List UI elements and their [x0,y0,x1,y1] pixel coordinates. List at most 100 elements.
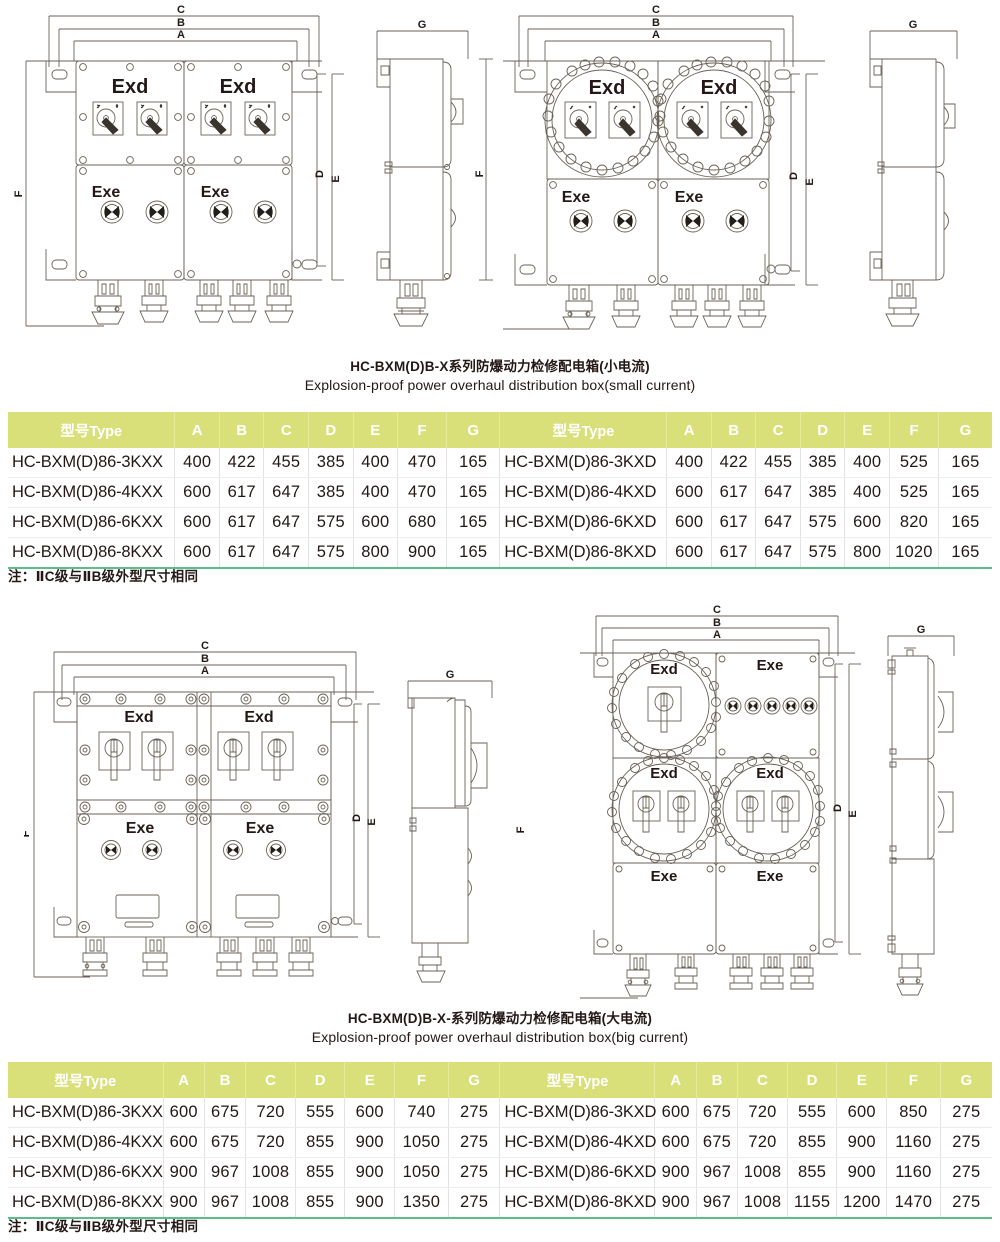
cell-G: 275 [448,1127,501,1158]
dim-label-D: D [788,172,800,180]
drawing-small-current-side-right: G [852,4,997,339]
cell-E: 600 [344,1098,396,1128]
cell-E-2: 800 [844,537,890,567]
cell-A-2: 600 [666,537,712,567]
cell-A-2: 600 [666,477,712,508]
cell-C: 720 [245,1098,296,1128]
col-header-D: D [308,412,354,448]
cell-model-2: HC-BXM(D)86-3KXD [499,448,668,478]
col-header-D: D [295,1062,346,1098]
cell-G-2: 275 [940,1187,992,1217]
cell-D: 575 [308,507,354,538]
dim-label-F: F [515,826,527,833]
cell-C-2: 647 [755,477,801,508]
cell-model-2: HC-BXM(D)86-8KXD [499,537,668,567]
cell-A: 900 [163,1187,205,1217]
cell-F-2: 850 [886,1098,941,1128]
cell-F-2: 1020 [889,537,939,567]
col-header-model: 型号Type [8,1062,164,1098]
caption-cn-big-current: HC-BXM(D)B-X-系列防爆动力检修配电箱(大电流) [347,1011,653,1026]
cell-D-2: 1155 [787,1187,838,1217]
cell-B: 617 [219,477,265,508]
cell-D-2: 575 [800,507,846,538]
cell-C-2: 455 [755,448,801,478]
dim-label-C: C [652,4,660,16]
cell-C: 647 [263,477,309,508]
cell-B: 422 [219,448,265,478]
cell-B: 617 [219,537,265,567]
cell-D-2: 555 [787,1098,838,1128]
table-bottom-rule [8,567,992,569]
cell-A-2: 600 [654,1127,697,1158]
dim-label-A: A [652,29,660,41]
drawing-big-current-side-right: G [862,604,1000,1004]
compartment-label-exd: Exd [650,661,678,678]
cell-F: 740 [394,1098,449,1128]
cell-model: HC-BXM(D)86-3KXX [8,1098,164,1128]
col-header-C-2: C [737,1062,788,1098]
cell-F-2: 1160 [886,1157,941,1188]
cell-A-2: 600 [654,1098,697,1128]
cell-D: 855 [295,1157,346,1188]
dim-label-E: E [366,818,378,825]
cell-F-2: 525 [889,477,939,508]
cell-A: 400 [174,448,220,478]
cell-F: 900 [397,537,447,567]
dim-label-A: A [201,665,209,677]
table-row: HC-BXM(D)86-4KXX 600 617 647 385 400 470… [8,477,992,508]
table-row: HC-BXM(D)86-8KXX 600 617 647 575 800 900… [8,537,992,567]
compartment-label-exd: Exd [220,76,257,98]
cell-F: 680 [397,507,447,538]
compartment-label-exd: Exd [112,76,149,98]
dim-label-A: A [713,629,721,641]
compartment-label-exd: Exd [124,709,153,726]
cell-model: HC-BXM(D)86-4KXX [8,1127,164,1158]
cell-C: 647 [263,537,309,567]
col-header-C-2: C [755,412,801,448]
col-header-F: F [397,412,447,448]
compartment-label-exd: Exd [589,77,626,99]
cell-A: 600 [174,477,220,508]
compartment-label-exe: Exe [92,184,121,201]
cell-E-2: 1200 [836,1187,887,1217]
cell-B-2: 617 [711,507,757,538]
drawing-big-current-side-left: G F [400,648,560,993]
cell-model: HC-BXM(D)86-6KXX [8,1157,164,1188]
drawing-small-current-front-left: C B A Exd Exd Exe Exe F D E [14,4,354,339]
dim-label-B: B [713,617,721,629]
col-header-model-2: 型号Type [499,412,668,448]
cell-D: 385 [308,477,354,508]
cell-C: 455 [263,448,309,478]
spec-table-big-current: 型号Type A B C D E F G 型号Type A B C D E F … [8,1062,992,1219]
dim-label-E: E [804,178,816,185]
cell-G: 165 [446,507,501,538]
col-header-A: A [174,412,220,448]
compartment-label-exe: Exe [126,820,155,837]
cell-A: 600 [163,1098,205,1128]
cell-model-2: HC-BXM(D)86-6KXD [499,1157,656,1188]
dim-label-B: B [201,653,209,665]
dim-label-B: B [177,17,185,29]
cell-C: 1008 [245,1187,296,1217]
dim-label-G: G [917,624,926,636]
dim-label-E: E [847,810,859,817]
cell-model-2: HC-BXM(D)86-4KXD [499,1127,656,1158]
cell-C: 647 [263,507,309,538]
cell-B: 675 [204,1127,247,1158]
col-header-model: 型号Type [8,412,176,448]
cell-B-2: 675 [696,1098,739,1128]
dim-label-C: C [201,640,209,652]
col-header-D-2: D [800,412,846,448]
dim-label-C: C [713,604,721,616]
table-body-small-current: HC-BXM(D)86-3KXX 400 422 455 385 400 470… [8,448,992,567]
cell-B: 967 [204,1187,247,1217]
cell-F-2: 1470 [886,1187,941,1217]
cell-model: HC-BXM(D)86-8KXX [8,537,176,567]
compartment-label-exe: Exe [757,657,784,674]
table-row: HC-BXM(D)86-6KXX 600 617 647 575 600 680… [8,507,992,538]
compartment-label-exd: Exd [701,77,738,99]
cell-E-2: 400 [844,477,890,508]
cell-model-2: HC-BXM(D)86-6KXD [499,507,668,538]
dim-label-F: F [24,830,32,837]
cell-B: 675 [204,1098,247,1128]
